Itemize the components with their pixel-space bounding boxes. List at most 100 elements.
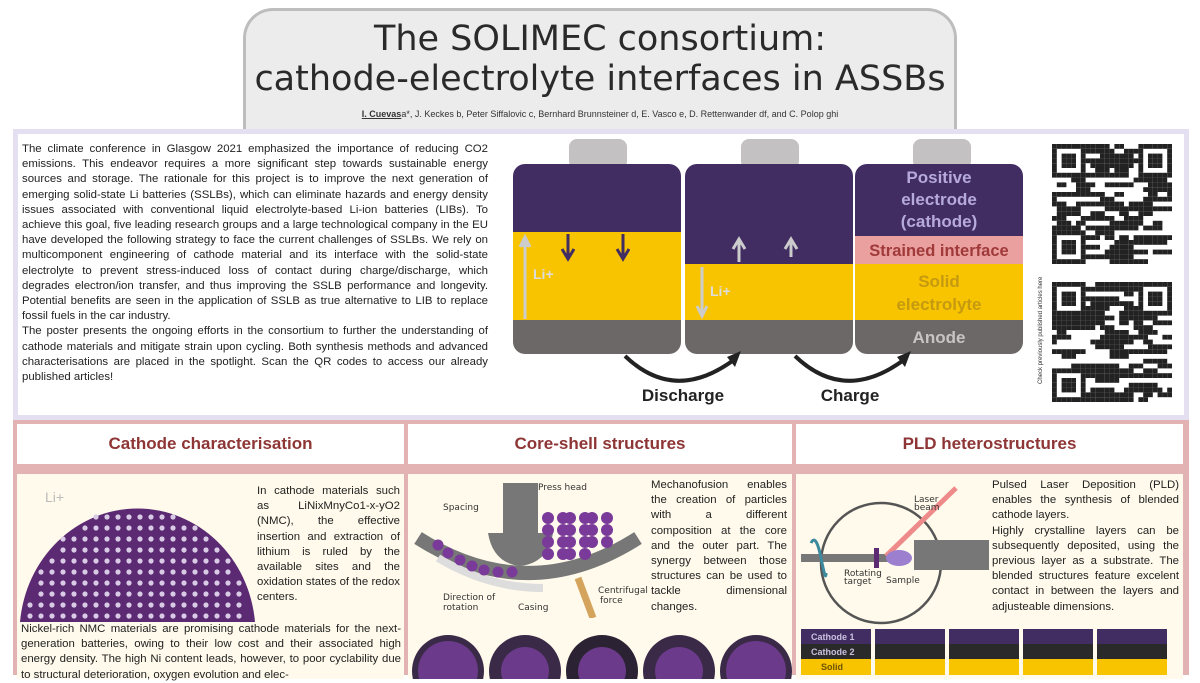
section-title-cathode: Cathode characterisation [17,424,404,464]
lattice-site [203,569,209,575]
lattice-site [60,558,66,564]
battery-2: Li+ [685,139,853,354]
battery-diagram: Li+ Li+ Positive [513,139,1023,405]
cathode2-layer [949,644,1019,659]
lattice-site [137,613,143,619]
lattice-site [115,558,121,564]
lattice-site [170,591,176,597]
svg-text:target: target [844,577,872,587]
charge-label: Charge [821,386,880,405]
svg-text:Solid: Solid [918,272,960,291]
lattice-site [93,514,99,520]
pld-layers-diagram: Cathode 1 Cathode 2 Solid [801,629,1167,675]
lattice-site [93,536,99,542]
cathode-text-2: Nickel-rich NMC materials are promising … [21,623,401,681]
lattice-site [126,536,132,542]
electrolyte-layer [1023,659,1093,675]
lattice-site [126,558,132,564]
lattice-site [93,525,99,531]
lattice-site [93,591,99,597]
lattice-site [203,558,209,564]
mechanofusion-diagram: Press head Spacing Direction of rotation… [414,483,648,618]
lattice-site [93,613,99,619]
qr-code-2[interactable] [1052,282,1172,402]
particle [454,554,466,566]
lattice-site [115,514,121,520]
svg-text:Rotating: Rotating [844,569,882,579]
qr-caption: Check previously published articles here [1038,276,1044,384]
lattice-site [192,547,198,553]
lattice-site [126,547,132,553]
lattice-site [214,547,220,553]
lattice-site [181,580,187,586]
cathode2-layer [1097,644,1167,659]
lattice-site [203,591,209,597]
lattice-site [148,536,154,542]
particle [442,547,454,559]
section-title-core-shell: Core-shell structures [408,424,792,464]
svg-text:Laser: Laser [914,495,939,505]
lattice-site [93,602,99,608]
intro-text: The climate conference in Glasgow 2021 e… [22,143,488,384]
lattice-site [192,569,198,575]
lattice-site [159,569,165,575]
lattice-site [71,536,77,542]
particle-core [418,641,478,679]
lattice-site [137,580,143,586]
lattice-site [225,613,231,619]
discharge-arrow [623,354,737,383]
lattice-site [159,547,165,553]
lattice-site [225,602,231,608]
lattice-site [115,580,121,586]
svg-text:Centrifugal: Centrifugal [598,586,648,596]
qr-code-1[interactable] [1052,144,1172,264]
svg-text:Li+: Li+ [533,266,554,282]
lattice-site [214,591,220,597]
lattice-site [214,602,220,608]
lattice-site [181,558,187,564]
lattice-site [170,525,176,531]
lattice-site [203,536,209,542]
lattice-site [71,591,77,597]
lattice-site [159,536,165,542]
lattice-site [203,547,209,553]
particle [466,560,478,572]
svg-text:beam: beam [914,503,940,513]
title-box: The SOLIMEC consortium:cathode-electroly… [243,8,957,132]
cathode-section: Li+ In cathode materials such as LiNixMn… [17,474,404,681]
lattice-site [60,602,66,608]
lattice-site [115,525,121,531]
lattice-site [38,602,44,608]
lattice-site [181,536,187,542]
lattice-site [49,591,55,597]
lattice-site [137,558,143,564]
lattice-site [104,536,110,542]
lattice-site [137,602,143,608]
svg-text:electrolyte: electrolyte [896,295,981,314]
svg-text:(cathode): (cathode) [901,212,978,231]
lattice-site [82,613,88,619]
lattice-site [115,613,121,619]
lattice-site [71,580,77,586]
particle [564,512,576,524]
svg-text:Direction of: Direction of [443,593,496,603]
svg-text:electrode: electrode [901,190,977,209]
particle [432,539,444,551]
lattice-site [38,613,44,619]
lattice-site [137,569,143,575]
particle [564,548,576,560]
lattice-site [181,525,187,531]
lattice-site [126,591,132,597]
svg-text:Spacing: Spacing [443,503,479,513]
lattice-site [214,569,220,575]
particle-core [578,647,626,679]
lattice-site [148,547,154,553]
lattice-site [104,514,110,520]
svg-text:Sample: Sample [886,576,920,586]
svg-text:Positive: Positive [906,168,971,187]
particle [586,524,598,536]
intro-panel: The climate conference in Glasgow 2021 e… [13,129,1189,420]
lattice-site [49,569,55,575]
cathode-particle-illustration: Li+ [20,489,255,622]
lattice-site [225,558,231,564]
